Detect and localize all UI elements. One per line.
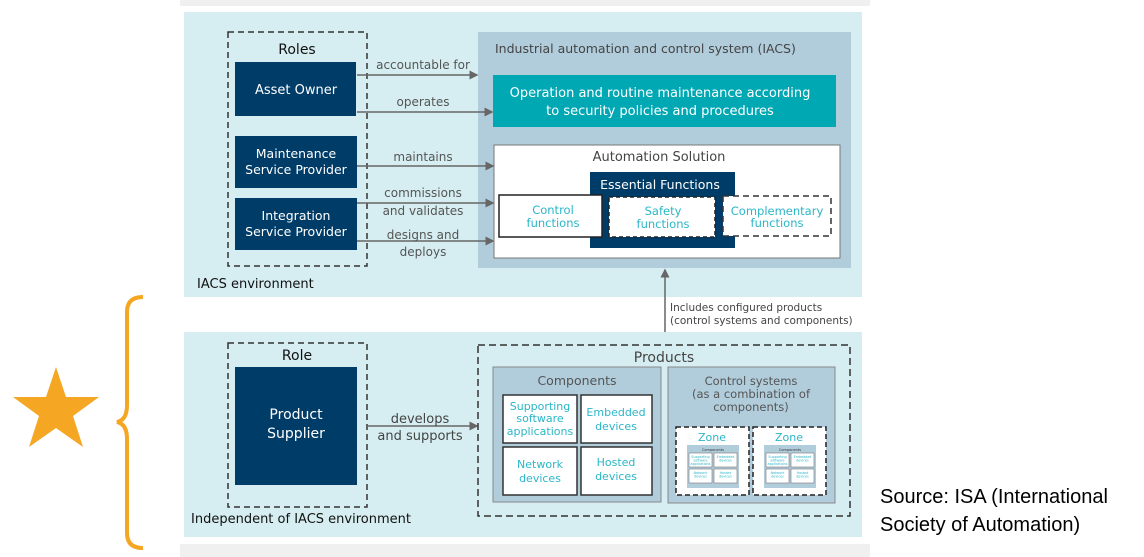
operates-label: operates xyxy=(397,95,450,109)
svg-text:Hosted: Hosted xyxy=(720,471,732,475)
svg-text:Supporting: Supporting xyxy=(768,455,786,459)
svg-text:Complementary: Complementary xyxy=(731,204,824,218)
svg-text:devices: devices xyxy=(595,470,637,483)
svg-text:devices: devices xyxy=(796,475,809,479)
svg-text:devices: devices xyxy=(719,475,732,479)
svg-text:applications: applications xyxy=(691,462,711,466)
maintains-label: maintains xyxy=(393,150,452,164)
products-group xyxy=(477,344,851,517)
star-icon xyxy=(13,367,99,447)
svg-text:applications: applications xyxy=(768,462,788,466)
svg-text:functions: functions xyxy=(751,216,804,230)
accountable-label: accountable for xyxy=(376,58,470,72)
product-supplier-box: Product Supplier xyxy=(235,367,357,485)
roles-title: Roles xyxy=(278,42,315,58)
roles-group xyxy=(227,31,368,267)
commissions-label: commissions xyxy=(384,186,462,200)
source-line-1: Source: ISA (International xyxy=(880,486,1108,508)
svg-text:Embedded: Embedded xyxy=(717,455,735,459)
includes-label-1: Includes configured products xyxy=(670,302,822,314)
svg-text:devices: devices xyxy=(694,475,707,479)
complementary-functions-box: Complementary functions xyxy=(722,195,832,237)
curly-bracket-icon xyxy=(116,295,144,550)
zone-components-title: Components xyxy=(702,448,724,452)
svg-text:Network: Network xyxy=(771,471,785,475)
role-group xyxy=(227,342,368,508)
svg-text:Integration: Integration xyxy=(262,208,331,223)
svg-text:Supporting: Supporting xyxy=(510,400,571,413)
zone-components-title: Components xyxy=(779,448,801,452)
deploys-label: deploys xyxy=(400,245,447,259)
maintenance-provider-box: Maintenance Service Provider xyxy=(235,136,357,188)
operation-box: Operation and routine maintenance accord… xyxy=(493,75,836,127)
control-systems-sub2: components) xyxy=(713,400,789,414)
independent-label: Independent of IACS environment xyxy=(191,512,411,527)
zone-title: Zone xyxy=(775,431,803,444)
svg-text:devices: devices xyxy=(519,472,561,485)
svg-text:Service Provider: Service Provider xyxy=(245,224,347,239)
svg-text:devices: devices xyxy=(595,420,637,433)
svg-text:Hosted: Hosted xyxy=(797,471,809,475)
svg-text:Asset Owner: Asset Owner xyxy=(255,83,338,98)
iacs-environment-label: IACS environment xyxy=(197,277,314,292)
control-systems-sub1: (as a combination of xyxy=(692,387,811,401)
svg-text:software: software xyxy=(516,412,563,425)
safety-functions-box: Safety functions xyxy=(608,196,716,238)
control-systems-title: Control systems xyxy=(705,374,798,388)
svg-text:devices: devices xyxy=(771,475,784,479)
svg-text:devices: devices xyxy=(796,459,809,463)
svg-text:Hosted: Hosted xyxy=(597,456,636,469)
includes-label-2: (control systems and components) xyxy=(670,315,853,327)
svg-text:Network: Network xyxy=(517,458,564,471)
validates-label: and validates xyxy=(383,204,464,218)
svg-text:functions: functions xyxy=(637,217,690,231)
essential-functions-title: Essential Functions xyxy=(600,177,720,192)
asset-owner-box: Asset Owner xyxy=(235,62,356,116)
source-line-2: Society of Automation) xyxy=(880,514,1081,536)
zone-box: ZoneComponentsSupportingsoftwareapplicat… xyxy=(675,426,750,496)
svg-text:software: software xyxy=(693,459,707,463)
products-title: Products xyxy=(634,350,694,366)
role-title: Role xyxy=(282,348,312,364)
control-functions-box: Control functions xyxy=(498,194,603,238)
svg-text:Embedded: Embedded xyxy=(586,406,645,419)
svg-text:devices: devices xyxy=(719,459,732,463)
network-devices-box: Network devices xyxy=(502,446,578,496)
svg-text:Supporting: Supporting xyxy=(691,455,709,459)
develops-label: develops xyxy=(391,412,450,427)
svg-text:Operation and routine maintena: Operation and routine maintenance accord… xyxy=(510,86,811,101)
components-title: Components xyxy=(537,373,616,388)
svg-text:to security policies and proce: to security policies and procedures xyxy=(546,104,774,119)
svg-text:applications: applications xyxy=(507,425,574,438)
svg-text:Product: Product xyxy=(269,407,323,423)
svg-text:Network: Network xyxy=(694,471,708,475)
svg-text:functions: functions xyxy=(527,216,580,230)
svg-text:Safety: Safety xyxy=(645,204,682,218)
designs-label: designs and xyxy=(387,228,459,242)
svg-text:Control: Control xyxy=(532,203,574,217)
svg-text:Supplier: Supplier xyxy=(267,426,325,442)
automation-solution-title: Automation Solution xyxy=(593,150,726,165)
svg-text:Maintenance: Maintenance xyxy=(256,146,337,161)
svg-text:software: software xyxy=(770,459,784,463)
supports-label: and supports xyxy=(377,429,463,444)
zone-title: Zone xyxy=(698,431,726,444)
supporting-software-box: Supporting software applications xyxy=(502,394,578,444)
iacs-title: Industrial automation and control system… xyxy=(495,41,796,56)
hosted-devices-box: Hosted devices xyxy=(580,446,653,496)
embedded-devices-box: Embedded devices xyxy=(580,394,653,444)
integration-provider-box: Integration Service Provider xyxy=(235,198,357,250)
svg-text:Service Provider: Service Provider xyxy=(245,162,347,177)
zone-box: ZoneComponentsSupportingsoftwareapplicat… xyxy=(752,426,827,496)
svg-text:Embedded: Embedded xyxy=(794,455,812,459)
